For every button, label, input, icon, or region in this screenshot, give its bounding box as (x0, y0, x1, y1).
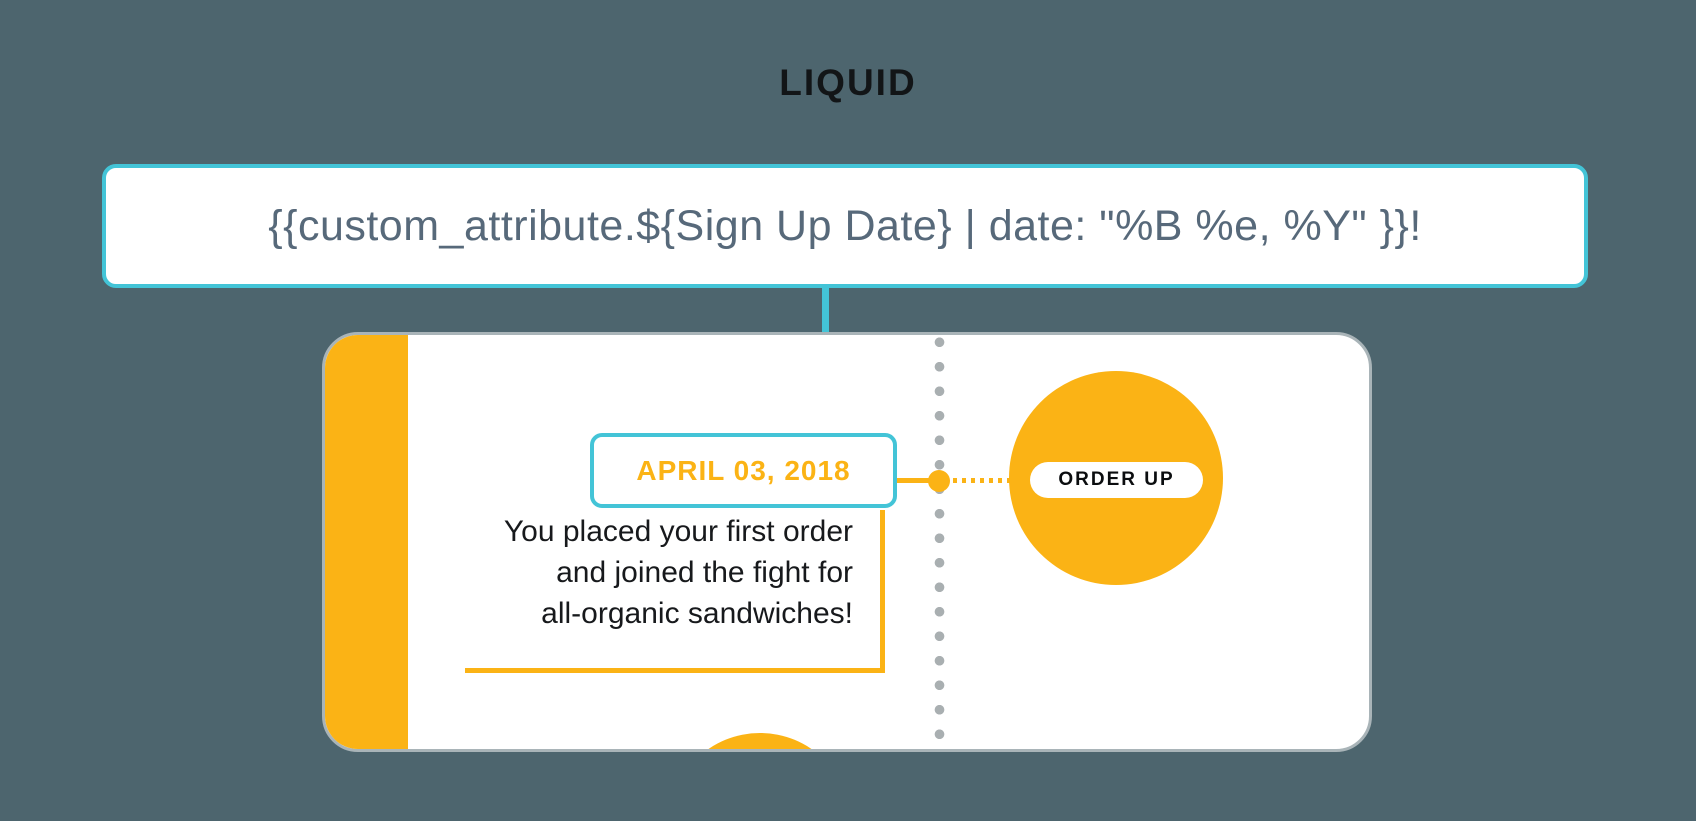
ticket-left-stripe (325, 335, 408, 749)
message-text: You placed your first order and joined t… (415, 511, 853, 634)
date-badge-text: APRIL 03, 2018 (636, 454, 851, 486)
liquid-code-text: {{custom_attribute.${Sign Up Date} | dat… (268, 201, 1422, 250)
diagram-title: LIQUID (779, 62, 917, 103)
connector-line-dashed (953, 478, 1015, 483)
order-up-button[interactable]: ORDER UP (1030, 462, 1203, 498)
coupon-ticket: APRIL 03, 2018 You placed your first ord… (322, 332, 1372, 752)
liquid-code-box: {{custom_attribute.${Sign Up Date} | dat… (102, 164, 1588, 288)
order-up-label: ORDER UP (1058, 469, 1175, 490)
connector-dot-icon (928, 470, 950, 492)
connector-line-solid (891, 478, 931, 483)
bottom-decoration-circle (669, 733, 851, 749)
message-line: You placed your first order (503, 515, 853, 548)
perforation-dotted-line (934, 335, 945, 749)
message-line: and joined the fight for (556, 556, 853, 589)
message-highlight-bracket (465, 510, 885, 673)
message-line: all-organic sandwiches! (541, 597, 853, 630)
date-badge: APRIL 03, 2018 (590, 433, 897, 508)
